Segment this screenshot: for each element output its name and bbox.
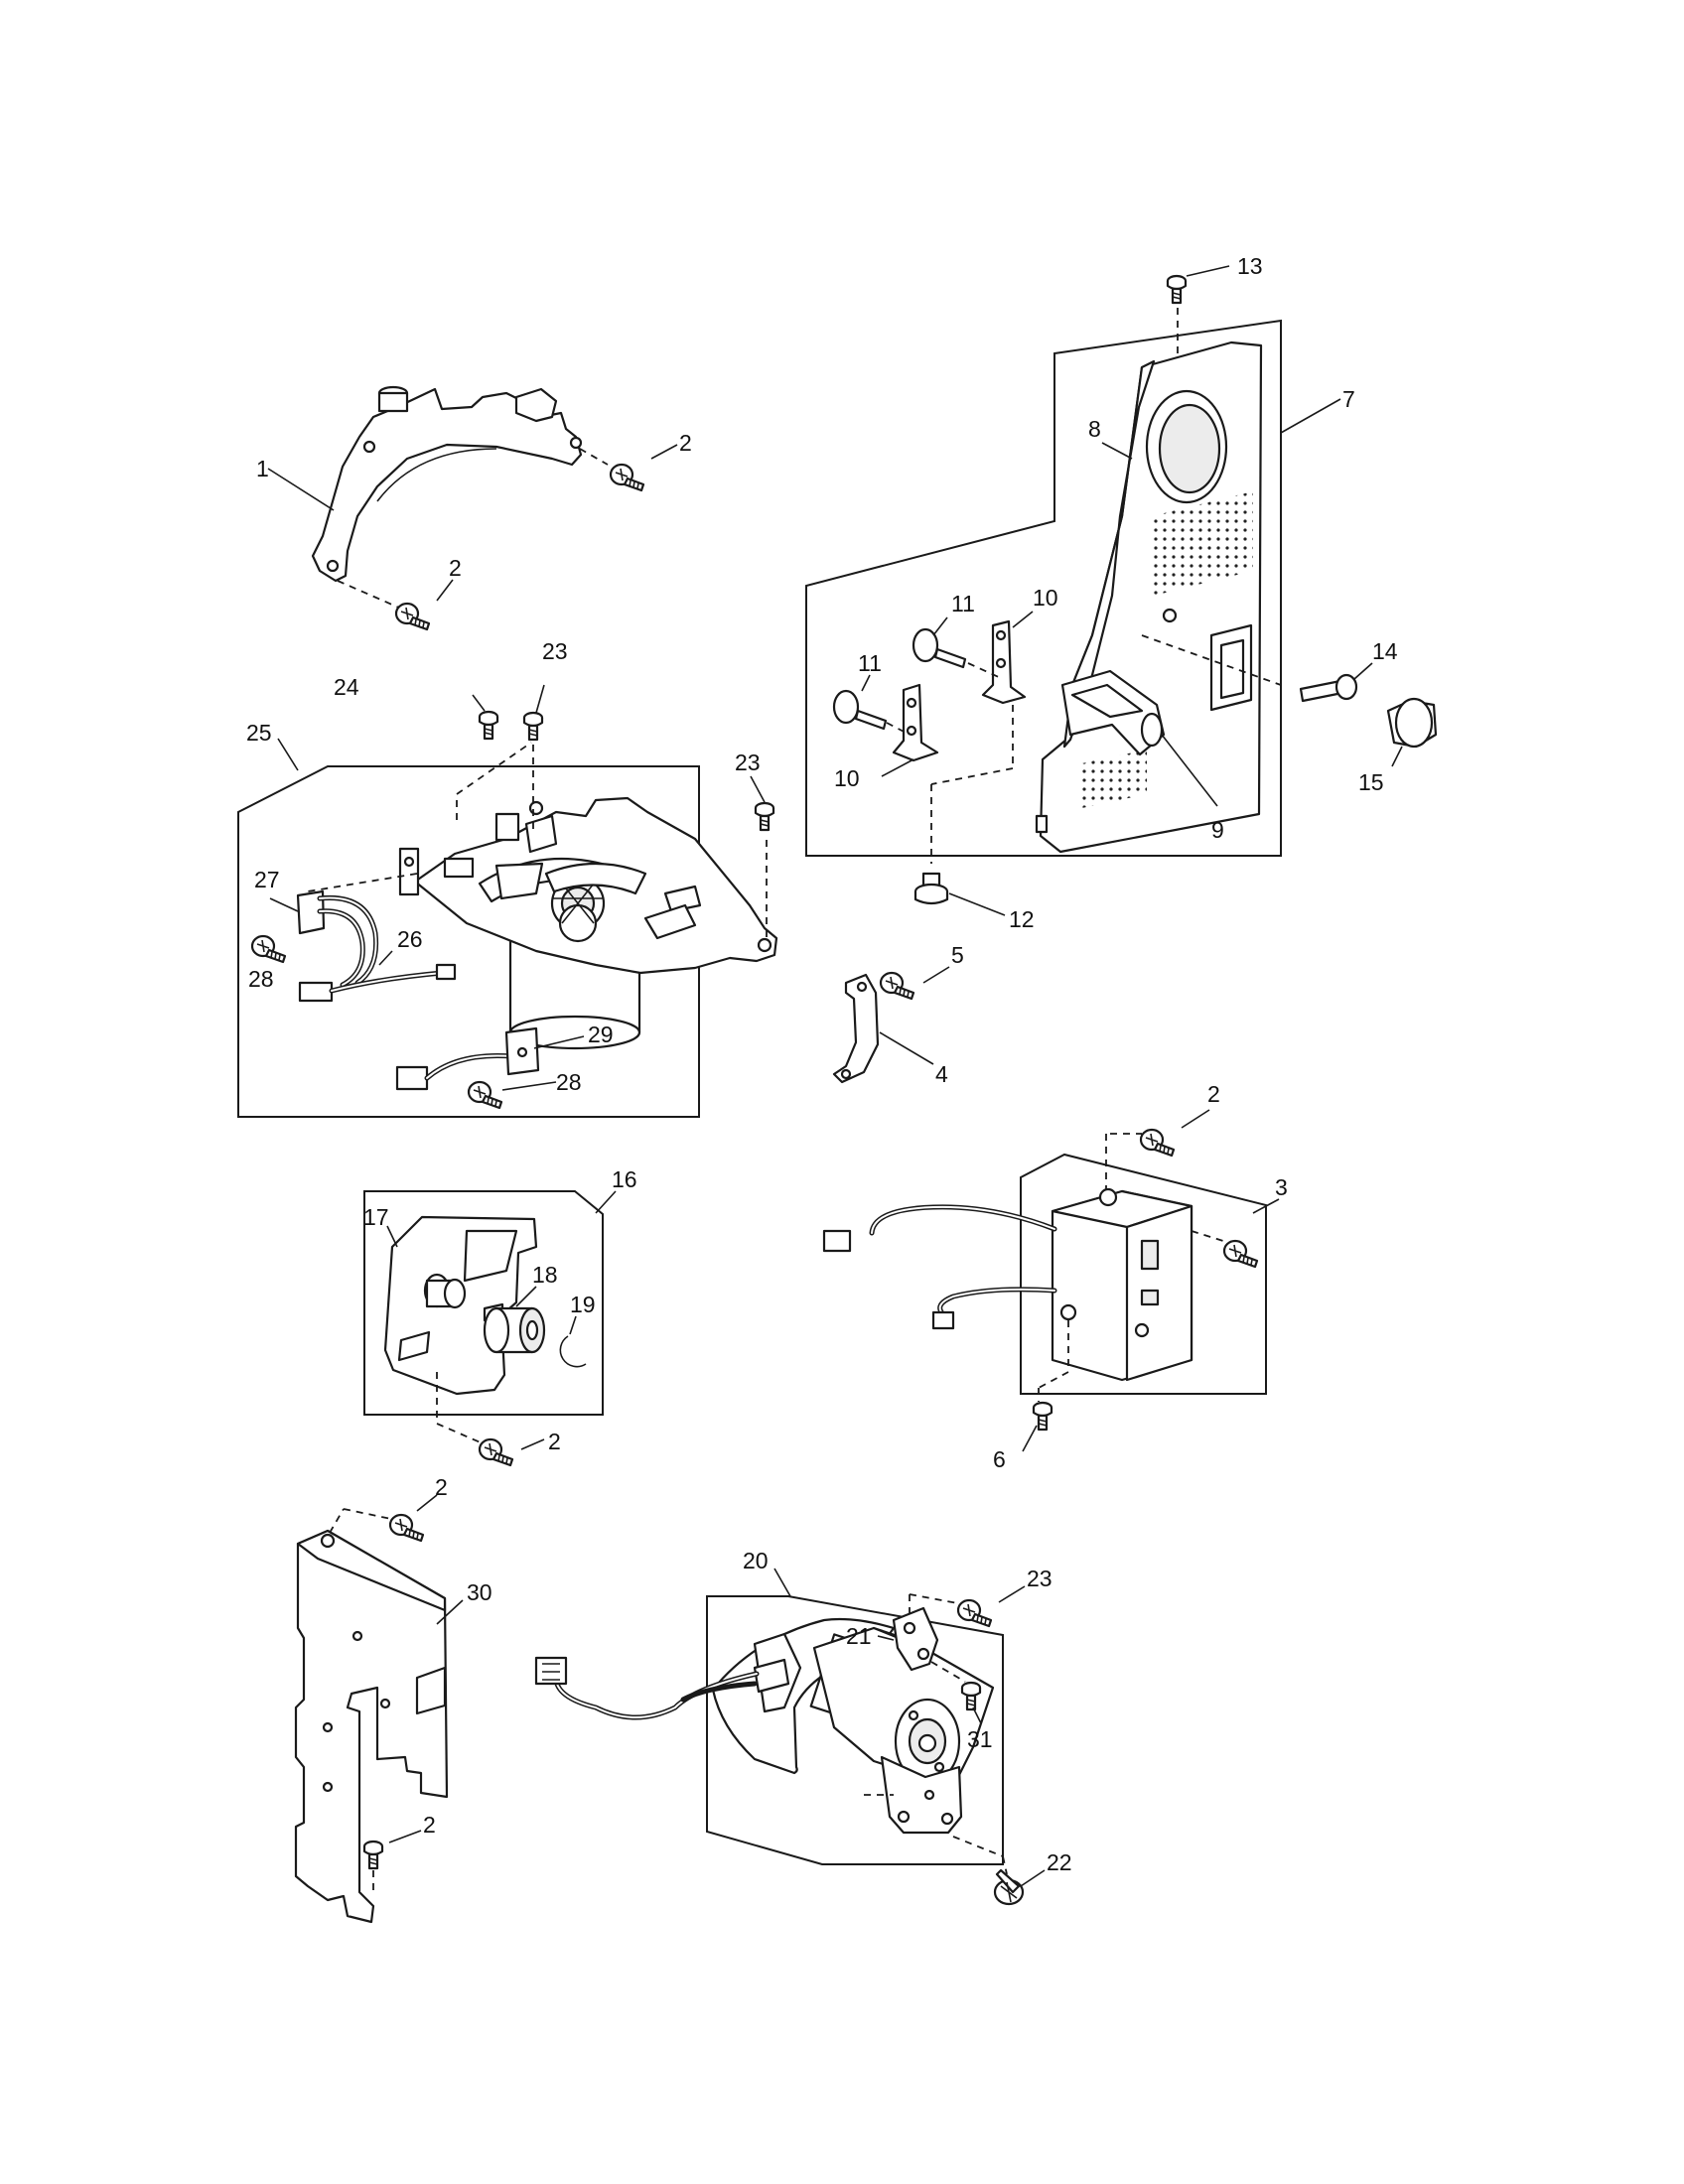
part-30-side-plate (294, 1529, 449, 1924)
part-4-bracket (832, 973, 880, 1084)
callout-17: 17 (363, 1204, 389, 1230)
callout-18: 18 (532, 1262, 558, 1288)
part-9-knob-lever (1060, 669, 1166, 756)
screw-icon (956, 1598, 993, 1628)
part-20-motor-assembly (711, 1617, 995, 1835)
callout-30: 30 (467, 1579, 492, 1605)
screw-icon (754, 801, 775, 832)
assembly-box-3 (1020, 1153, 1267, 1395)
callout-1: 1 (256, 456, 269, 481)
callout-2: 2 (435, 1474, 448, 1500)
callout-31: 31 (967, 1726, 993, 1752)
screw-icon (250, 934, 287, 964)
screw-icon (522, 711, 544, 742)
callout-23: 23 (735, 750, 761, 775)
part-17-plate (383, 1215, 538, 1396)
callout-24: 24 (334, 674, 359, 700)
callout-21: 21 (846, 1623, 872, 1649)
callout-23: 23 (1027, 1566, 1052, 1591)
callout-3: 3 (1275, 1174, 1288, 1200)
callout-29: 29 (588, 1022, 614, 1047)
callout-9: 9 (1211, 817, 1224, 843)
part-22-screw (993, 1868, 1025, 1906)
callout-23: 23 (542, 638, 568, 664)
callout-10: 10 (834, 765, 860, 791)
part-14-screw (1299, 673, 1358, 703)
callout-28: 28 (556, 1069, 582, 1095)
callout-11: 11 (951, 591, 975, 616)
assembly-box-16 (363, 1190, 604, 1416)
callout-22: 22 (1047, 1849, 1072, 1875)
callout-28: 28 (248, 966, 274, 992)
callout-13: 13 (1237, 253, 1263, 279)
screw-icon (1222, 1239, 1259, 1269)
callout-4: 4 (935, 1061, 948, 1087)
part-19-e-ring (559, 1335, 587, 1368)
callout-2: 2 (548, 1429, 561, 1454)
screw-icon (478, 1437, 514, 1467)
part-25-gear-assembly (398, 796, 778, 1050)
callout-26: 26 (397, 926, 423, 952)
part-10-bracket (892, 683, 939, 762)
part-3-switch-box (1051, 1187, 1193, 1382)
part-15-cap (1386, 697, 1438, 749)
screw-icon (609, 463, 645, 492)
callout-20: 20 (743, 1548, 769, 1573)
part-18-roller (483, 1306, 546, 1354)
callout-2: 2 (1207, 1081, 1220, 1107)
screw-icon (394, 602, 431, 631)
screw-icon (362, 1840, 384, 1870)
callout-11: 11 (858, 650, 882, 676)
callout-5: 5 (951, 942, 964, 968)
screw-icon (478, 710, 499, 741)
screw-icon (1139, 1128, 1176, 1158)
callout-16: 16 (612, 1166, 637, 1192)
callout-19: 19 (570, 1292, 596, 1317)
callout-12: 12 (1009, 906, 1035, 932)
part-11-screw (832, 689, 888, 731)
part-1-arc-bracket (311, 385, 583, 583)
callout-7: 7 (1342, 386, 1355, 412)
part-11-screw (912, 627, 967, 669)
assembly-box-7 (805, 319, 1282, 857)
part-29-sensor (395, 1026, 540, 1091)
connector-icon (931, 1310, 955, 1330)
callout-14: 14 (1372, 638, 1398, 664)
screw-icon (1166, 274, 1188, 305)
callout-10: 10 (1033, 585, 1058, 611)
callout-27: 27 (254, 867, 280, 892)
screw-icon (388, 1513, 425, 1543)
part-27-sensor (296, 889, 379, 988)
callout-2: 2 (423, 1812, 436, 1838)
callout-25: 25 (246, 720, 272, 746)
part-26-wire-harness (298, 963, 457, 1003)
screw-icon (879, 971, 915, 1001)
connector-icon (822, 1229, 852, 1253)
screw-icon (467, 1080, 503, 1110)
callout-15: 15 (1358, 769, 1384, 795)
callout-2: 2 (449, 555, 462, 581)
part-7-side-cover (1035, 341, 1263, 854)
callout-6: 6 (993, 1446, 1006, 1472)
part-10-bracket (981, 619, 1027, 705)
callout-8: 8 (1088, 416, 1101, 442)
callout-2: 2 (679, 430, 692, 456)
part-12-foot (913, 872, 949, 905)
assembly-box-20 (706, 1595, 1004, 1865)
part-21-bracket (892, 1606, 939, 1672)
